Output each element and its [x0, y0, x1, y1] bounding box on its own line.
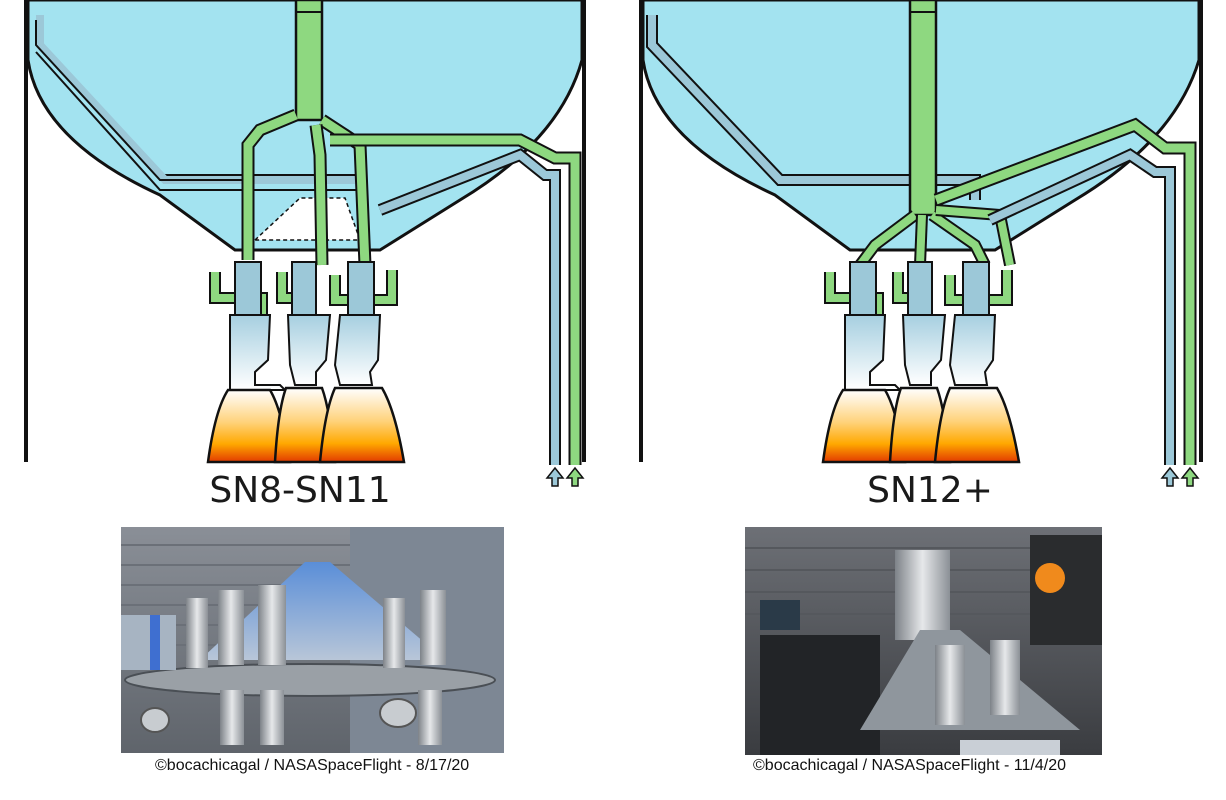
panel-sn8-sn11-diagram — [24, 0, 586, 487]
engine-center — [273, 261, 337, 464]
fuel-downcomer — [294, 0, 324, 122]
fuel-downcomer-2 — [908, 0, 938, 217]
config-label-sn8-sn11: SN8-SN11 — [209, 470, 391, 511]
photo-sn8-thrust-puck — [121, 527, 504, 753]
engine-right-2 — [933, 261, 1021, 464]
engine-center-2 — [888, 261, 952, 464]
photo-credit-sn12: ©bocachicagal / NASASpaceFlight - 11/4/2… — [753, 757, 1066, 774]
fuel-inlet-arrow-icon — [565, 466, 585, 487]
oxidizer-inlet-arrow-icon — [545, 466, 565, 487]
oxidizer-inlet-arrow-icon-2 — [1160, 466, 1180, 487]
fuel-inlet-arrow-icon-2 — [1180, 466, 1200, 487]
engine-left — [206, 261, 292, 464]
config-label-sn12: SN12+ — [867, 470, 993, 511]
thrust-puck — [253, 197, 362, 241]
panel-sn12-diagram — [639, 0, 1203, 487]
photo-credit-sn8: ©bocachicagal / NASASpaceFlight - 8/17/2… — [155, 757, 470, 774]
engine-left-2 — [821, 261, 907, 464]
photo-sn12-thrust-puck — [745, 527, 1102, 755]
engine-right — [318, 261, 406, 464]
